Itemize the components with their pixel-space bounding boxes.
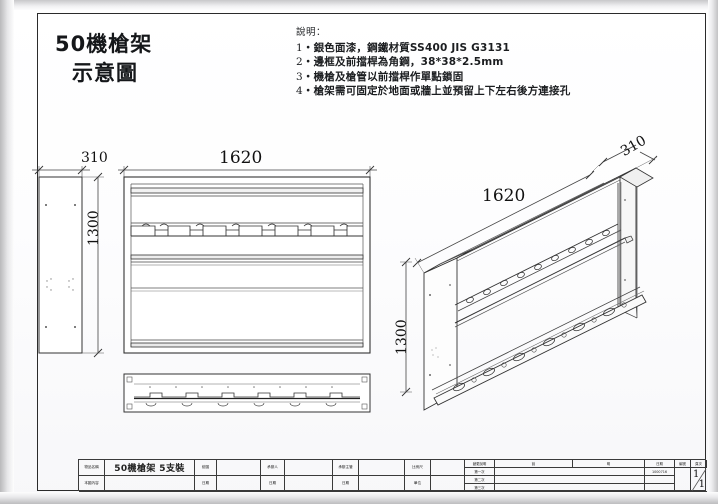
- title-block: 物品名稱 50機槍架 5支裝 繪圖 承辦人 承辦主管 本圖內容 日期 日期 日期…: [78, 459, 707, 492]
- notes-heading: 說明：: [296, 27, 327, 38]
- dim-iso-width-1620: 1620: [482, 186, 526, 206]
- tb-date-value-1: [217, 476, 261, 492]
- tb-draw-value: [217, 460, 261, 476]
- tb-sheet-total: 1: [698, 479, 705, 490]
- tb-rev-date-1: 1000716: [645, 468, 675, 476]
- note-item-2: 2・邊框及前擋桿為角鋼，38*38*2.5mm: [296, 56, 504, 69]
- tb-rev-desc-1: [495, 468, 645, 476]
- dim-side-height-1300: 1300: [86, 210, 102, 246]
- tb-sheet-cell: 1 1: [691, 468, 707, 492]
- tb-date-value-2: [285, 476, 333, 492]
- side-view: [32, 165, 104, 358]
- note-text-3: 機槍及槍管以前擋桿作單點鎖固: [313, 70, 464, 83]
- tb-rev-desc-3: [495, 484, 645, 492]
- tb-content-label: 本圖內容: [79, 476, 105, 492]
- tb-draw-label: 繪圖: [195, 460, 217, 476]
- tb-rev-header-desc-a: 說: [495, 460, 573, 468]
- scan-edge-top: [0, 0, 718, 10]
- tb-rev-header-desc-b: 明: [573, 460, 645, 468]
- note-text-4: 槍架需可固定於地面或牆上並預留上下左右後方連接孔: [313, 85, 571, 98]
- dim-iso-height-1300: 1300: [394, 319, 410, 355]
- tb-rev-date-header: 日期: [645, 460, 675, 468]
- tb-rev-date-2: [645, 476, 675, 484]
- iso-notch-rail: [454, 223, 622, 312]
- scan-edge-right: [708, 0, 718, 504]
- tb-rev-label-2: 第二次: [465, 476, 495, 484]
- gun-notch-rail-upper: [130, 222, 363, 237]
- tb-rev-header-label: 變更說明: [465, 460, 495, 468]
- scan-edge-left: [0, 0, 14, 504]
- tb-scale-label: 比例尺: [405, 460, 431, 476]
- plan-view: [123, 373, 371, 413]
- tb-supervisor-value: [359, 460, 405, 476]
- front-view: [118, 165, 377, 354]
- note-item-3: 3・機槍及槍管以前擋桿作單點鎖固: [296, 70, 464, 83]
- note-item-1: 1・銀色面漆，鋼鐵材質SS400 JIS G3131: [296, 41, 510, 54]
- tb-officer-label: 承辦人: [261, 460, 285, 476]
- tb-content-value: [105, 476, 195, 492]
- tb-drawno-value: [675, 468, 691, 492]
- isometric-view: [400, 144, 658, 411]
- tb-sheet-num: 1: [693, 469, 700, 480]
- note-number-3: 3: [296, 70, 303, 83]
- tb-name-value: 50機槍架 5支裝: [105, 460, 195, 476]
- tb-unit-label: 單位: [405, 476, 431, 492]
- tb-unit-value: [431, 476, 465, 492]
- note-item-4: 4・槍架需可固定於地面或牆上並預留上下左右後方連接孔: [296, 85, 571, 98]
- tb-rev-label-1: 第一次: [465, 468, 495, 476]
- tb-name-label: 物品名稱: [79, 460, 105, 476]
- scan-edge-bottom: [0, 492, 718, 504]
- tb-drawno-label: 編號: [675, 460, 691, 468]
- tb-rev-label-3: 第三次: [465, 484, 495, 492]
- tb-date-label-2: 日期: [261, 476, 285, 492]
- dim-side-width-310: 310: [81, 150, 108, 166]
- drawing-title-line1: 50機槍架: [55, 32, 153, 56]
- notes-block: 說明： 1・銀色面漆，鋼鐵材質SS400 JIS G3131 2・邊框及前擋桿為…: [296, 26, 626, 99]
- tb-rev-date-3: [645, 484, 675, 492]
- dim-front-width-1620: 1620: [219, 148, 263, 168]
- drawing-title-line2: 示意圖: [72, 61, 138, 85]
- tb-officer-value: [285, 460, 333, 476]
- note-text-2: 邊框及前擋桿為角鋼，38*38*2.5mm: [313, 56, 504, 69]
- note-number-2: 2: [296, 56, 303, 69]
- tb-date-value-3: [359, 476, 405, 492]
- tb-sheet-label: 頁次: [691, 460, 707, 468]
- tb-scale-value: [431, 460, 465, 476]
- tb-rev-desc-2: [495, 476, 645, 484]
- note-number-1: 1: [296, 41, 303, 54]
- tb-supervisor-label: 承辦主管: [333, 460, 359, 476]
- tb-date-label-3: 日期: [333, 476, 359, 492]
- note-number-4: 4: [296, 85, 303, 98]
- tb-date-label-1: 日期: [195, 476, 217, 492]
- note-text-1: 銀色面漆，鋼鐵材質SS400 JIS G3131: [313, 41, 510, 54]
